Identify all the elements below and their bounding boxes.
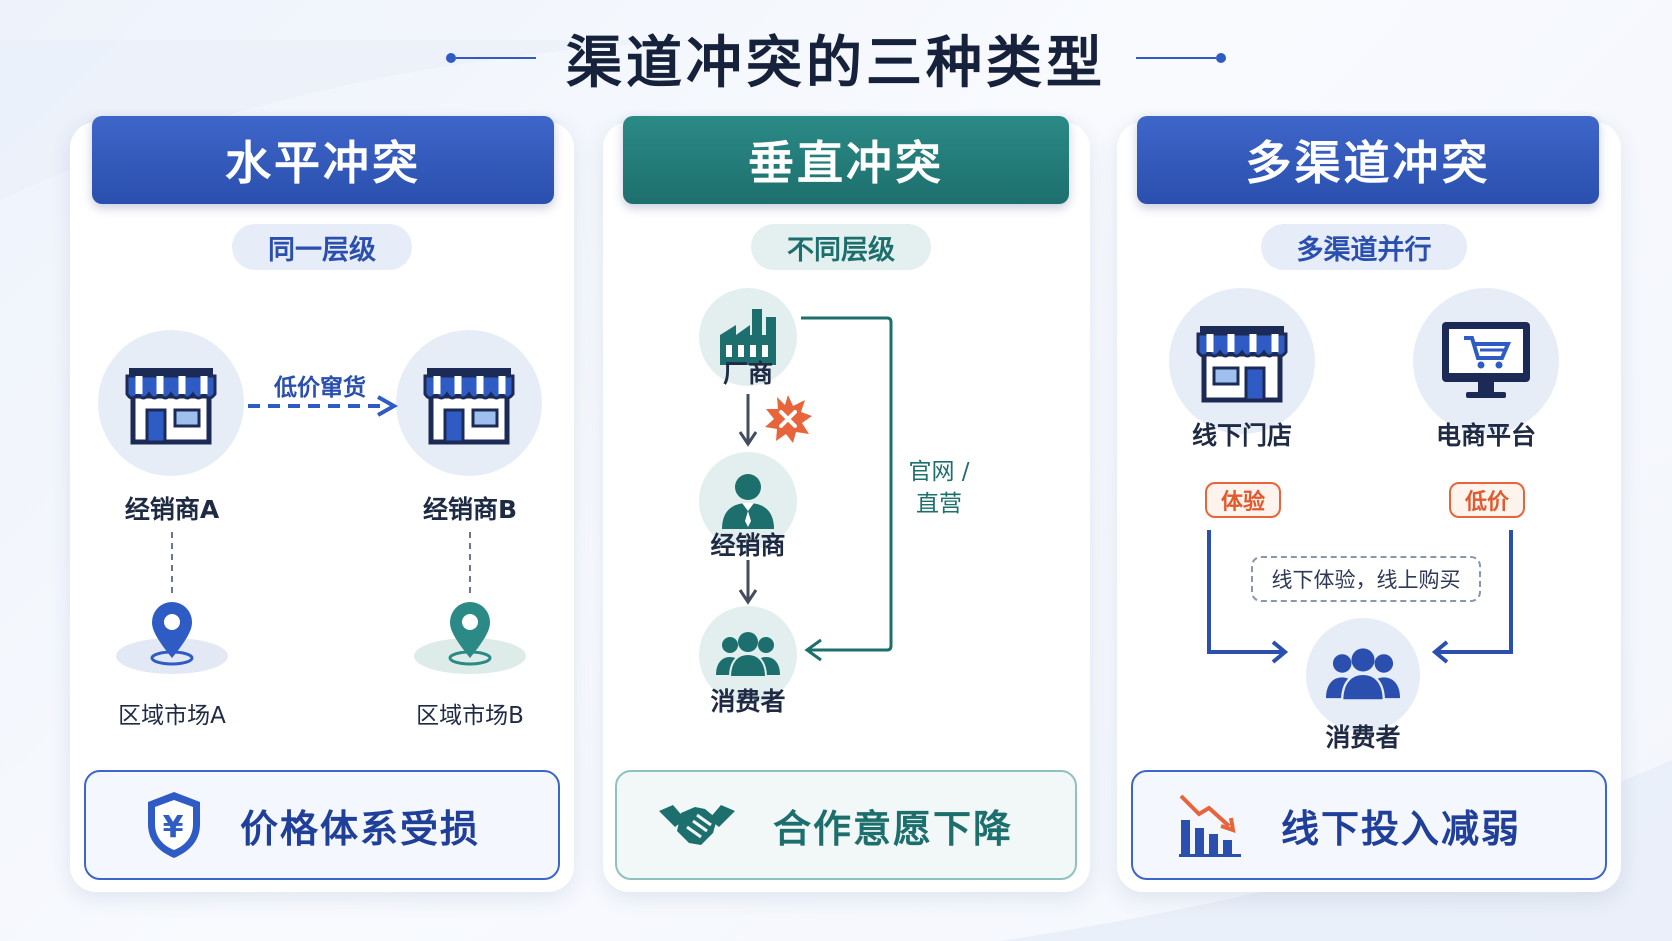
page-title: 渠道冲突的三种类型 bbox=[566, 30, 1106, 96]
dashed-arrow bbox=[248, 395, 398, 417]
title-right-ornament bbox=[1136, 53, 1226, 63]
panel-vertical-conflict: 垂直冲突 不同层级 厂商 经销商 bbox=[603, 116, 1090, 892]
shield-yen-icon: ¥ bbox=[148, 792, 200, 858]
dealer-label: 经销商 bbox=[710, 531, 786, 560]
direct-channel-bracket bbox=[801, 316, 893, 662]
down-arrow bbox=[738, 394, 758, 447]
panel-heading: 水平冲突 bbox=[92, 116, 554, 204]
flow-arrow-right bbox=[1431, 530, 1513, 664]
low-price-tag: 低价 bbox=[1449, 482, 1525, 518]
title-row: 渠道冲突的三种类型 bbox=[0, 18, 1672, 98]
computer-cart-icon bbox=[1413, 288, 1559, 434]
outcome-text: 合作意愿下降 bbox=[773, 806, 1014, 851]
factory-icon bbox=[699, 288, 797, 386]
outcome-text: 线下投入减弱 bbox=[1281, 806, 1522, 851]
online-platform-label: 电商平台 bbox=[1435, 421, 1536, 450]
direct-label-line-2: 直营 bbox=[916, 491, 962, 517]
panel-heading: 多渠道冲突 bbox=[1137, 116, 1599, 204]
store-icon bbox=[396, 330, 542, 476]
group-icon bbox=[699, 606, 797, 704]
connector-line bbox=[469, 532, 471, 598]
outcome-text: 价格体系受损 bbox=[240, 806, 481, 851]
store-icon bbox=[98, 330, 244, 476]
arrow-label: 低价窜货 bbox=[274, 375, 366, 401]
flow-arrow-left bbox=[1207, 530, 1289, 664]
level-pill: 多渠道并行 bbox=[1261, 224, 1467, 270]
title-left-ornament bbox=[446, 53, 536, 63]
location-pin-icon bbox=[414, 602, 526, 674]
panel-multichannel-conflict: 多渠道冲突 多渠道并行 线下门店 电商平台 体验 低价 线下体验，线上购买 bbox=[1117, 116, 1621, 892]
market-b-label: 区域市场B bbox=[416, 703, 524, 729]
down-arrow bbox=[738, 560, 758, 605]
businessman-icon bbox=[699, 452, 797, 550]
outcome-box: 线下投入减弱 bbox=[1131, 770, 1607, 880]
behavior-note: 线下体验，线上购买 bbox=[1251, 556, 1481, 602]
panel-horizontal-conflict: 水平冲突 同一层级 低价窜货 经销商A 经销商B bbox=[70, 116, 574, 892]
level-pill: 同一层级 bbox=[232, 224, 412, 270]
panel-heading: 垂直冲突 bbox=[623, 116, 1069, 204]
conflict-burst-icon bbox=[765, 395, 812, 443]
svg-text:¥: ¥ bbox=[163, 810, 186, 845]
connector-line bbox=[171, 532, 173, 598]
dealer-a-label: 经销商A bbox=[124, 495, 220, 524]
manufacturer-label: 厂商 bbox=[722, 359, 773, 388]
direct-label-line-1: 官网 / bbox=[908, 459, 970, 485]
group-icon bbox=[1306, 618, 1420, 732]
consumer-label: 消费者 bbox=[710, 687, 786, 716]
store-icon bbox=[1169, 288, 1315, 434]
experience-tag: 体验 bbox=[1205, 482, 1281, 518]
declining-chart-icon bbox=[1179, 794, 1241, 857]
offline-store-label: 线下门店 bbox=[1191, 421, 1292, 450]
market-a-label: 区域市场A bbox=[118, 703, 226, 729]
dealer-b-label: 经销商B bbox=[422, 495, 518, 524]
consumer-label: 消费者 bbox=[1325, 723, 1401, 752]
outcome-box: 合作意愿下降 bbox=[615, 770, 1077, 880]
handshake-icon bbox=[659, 805, 735, 845]
outcome-box: ¥ 价格体系受损 bbox=[84, 770, 560, 880]
location-pin-icon bbox=[116, 602, 228, 674]
level-pill: 不同层级 bbox=[751, 224, 931, 270]
